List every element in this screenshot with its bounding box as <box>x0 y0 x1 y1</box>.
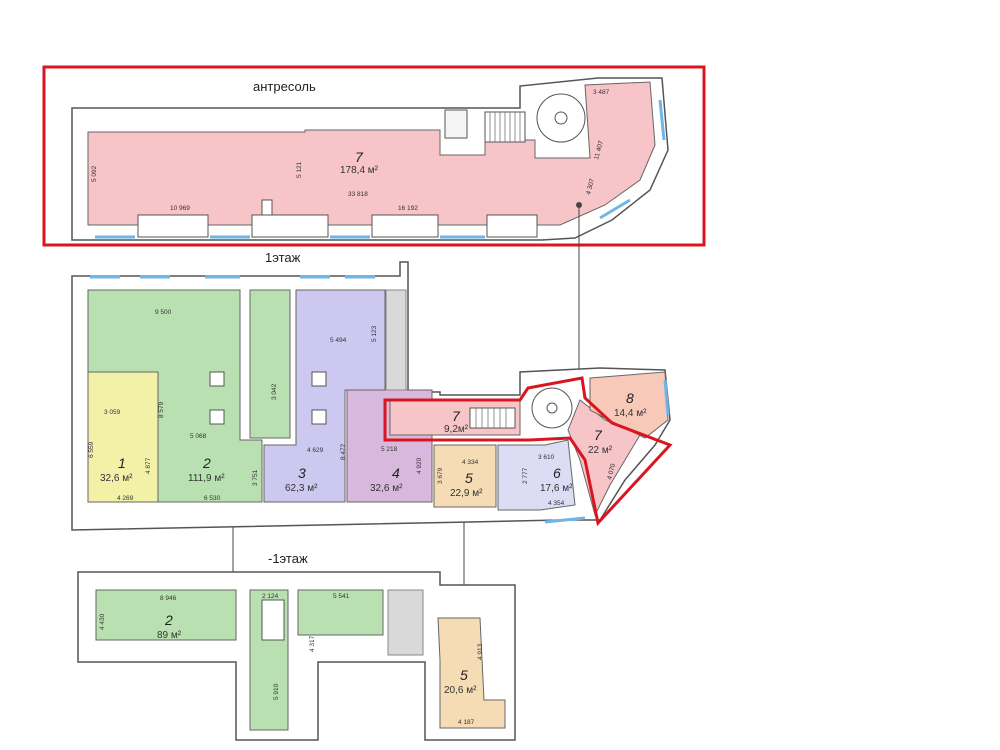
f1-room-7b-number: 7 <box>594 427 603 443</box>
f1-room-1-area: 32,6 м² <box>100 473 133 484</box>
mez-stair-steps <box>489 112 521 142</box>
dim: 5 092 <box>91 165 98 182</box>
dim: 8 472 <box>340 443 347 460</box>
dim: 4 877 <box>145 457 152 474</box>
f1-green-strip <box>249 289 291 439</box>
f1-room-7a-area: 9,2м² <box>444 424 469 435</box>
f1-room-5-area: 22,9 м² <box>450 488 483 499</box>
mezzanine-plan: антресоль 7 178,4 м² 5 092 10 969 5 121 … <box>42 65 706 247</box>
dim: 8 946 <box>160 595 177 602</box>
f1-room-6-number: 6 <box>553 465 561 481</box>
dim: 4 269 <box>117 495 134 502</box>
first-floor-title: 1этаж <box>265 250 301 265</box>
dim: 4 334 <box>462 459 479 466</box>
b-room-5-area: 20,6 м² <box>444 685 477 696</box>
b-room-2-area: 89 м² <box>157 630 182 641</box>
f1-room-2-area: 111,9 м² <box>188 473 225 484</box>
dim: 4 070 <box>606 463 617 481</box>
f1-room-3-area: 62,3 м² <box>285 483 318 494</box>
dim: 4 317 <box>309 635 316 652</box>
mez-room-7-area: 178,4 м² <box>340 165 379 176</box>
b-room-2 <box>95 589 237 641</box>
dim: 4 430 <box>99 613 106 630</box>
dim: 6 530 <box>204 495 221 502</box>
dim: 5 218 <box>381 446 398 453</box>
f1-columns <box>209 371 327 425</box>
dim: 5 121 <box>296 161 303 178</box>
dim: 8 579 <box>158 401 165 418</box>
dim: 3 059 <box>104 409 121 416</box>
dim: 5 910 <box>273 683 280 700</box>
f1-windows <box>90 275 670 524</box>
dim: 4 913 <box>477 643 484 660</box>
dim: 3 487 <box>593 89 610 96</box>
mez-wc <box>444 109 468 139</box>
f1-room-6-area: 17,6 м² <box>540 483 573 494</box>
dim: 4 629 <box>307 447 324 454</box>
dim: 9 500 <box>155 309 172 316</box>
f1-room-4-number: 4 <box>392 465 400 481</box>
f1-room-7b-area: 22 м² <box>588 445 613 456</box>
first-floor-plan: 1этаж <box>71 250 673 531</box>
mez-piers <box>137 199 538 238</box>
f1-room-1 <box>87 371 159 503</box>
mez-windows <box>95 99 666 239</box>
dim: 5 494 <box>330 337 347 344</box>
f1-room-7a-number: 7 <box>452 408 461 424</box>
mez-room-7 <box>87 81 656 226</box>
b-room-2-number: 2 <box>164 612 173 628</box>
dim: 2 777 <box>522 467 529 484</box>
f1-room-5-number: 5 <box>465 470 473 486</box>
mez-spiral-core <box>554 111 568 125</box>
dim: 5 068 <box>190 433 207 440</box>
dim: 4 307 <box>585 178 596 196</box>
f1-room-5 <box>433 444 497 508</box>
f1-room-1-number: 1 <box>118 455 126 471</box>
dim: 33 818 <box>348 191 368 198</box>
f1-corridor <box>385 289 407 391</box>
mez-room-7-number: 7 <box>355 149 364 165</box>
f1-room-8-number: 8 <box>626 390 634 406</box>
b-room-green <box>297 589 384 636</box>
first-floor-highlight <box>383 376 673 527</box>
b-room-5 <box>437 617 506 729</box>
mezzanine-title: антресоль <box>253 79 316 94</box>
basement-title: -1этаж <box>268 551 308 566</box>
b-stair <box>261 599 285 641</box>
f1-room-2-number: 2 <box>202 455 211 471</box>
dim: 4 920 <box>416 457 423 474</box>
dim: 5 541 <box>333 593 350 600</box>
dim: 6 559 <box>88 441 95 458</box>
f1-room-3-number: 3 <box>298 465 306 481</box>
dim: 4 187 <box>458 719 475 726</box>
f1-spiral-core <box>546 402 558 414</box>
f1-stair-steps <box>475 408 507 428</box>
dim: 3 751 <box>252 469 259 486</box>
b-room-5-number: 5 <box>460 667 468 683</box>
dim: 3 042 <box>271 383 278 400</box>
f1-room-6 <box>497 439 576 511</box>
dim: 16 192 <box>398 205 418 212</box>
dim: 3 610 <box>538 454 555 461</box>
mezzanine-highlight <box>42 65 706 247</box>
b-tech-room <box>387 589 424 656</box>
dim: 10 969 <box>170 205 190 212</box>
basement-plan: -1этаж 2 89 м² 5 20,6 м² 8 946 4 430 2 1… <box>77 551 516 741</box>
dim: 3 679 <box>437 467 444 484</box>
dim: 4 354 <box>548 500 565 507</box>
dim: 11 407 <box>593 140 605 161</box>
f1-stair <box>469 407 516 429</box>
f1-room-8-area: 14,4 м² <box>614 408 647 419</box>
dim: 5 123 <box>371 325 378 342</box>
dim: 2 124 <box>262 593 279 600</box>
f1-room-3 <box>263 289 386 503</box>
f1-room-8 <box>589 371 669 439</box>
f1-room-4-area: 32,6 м² <box>370 483 403 494</box>
